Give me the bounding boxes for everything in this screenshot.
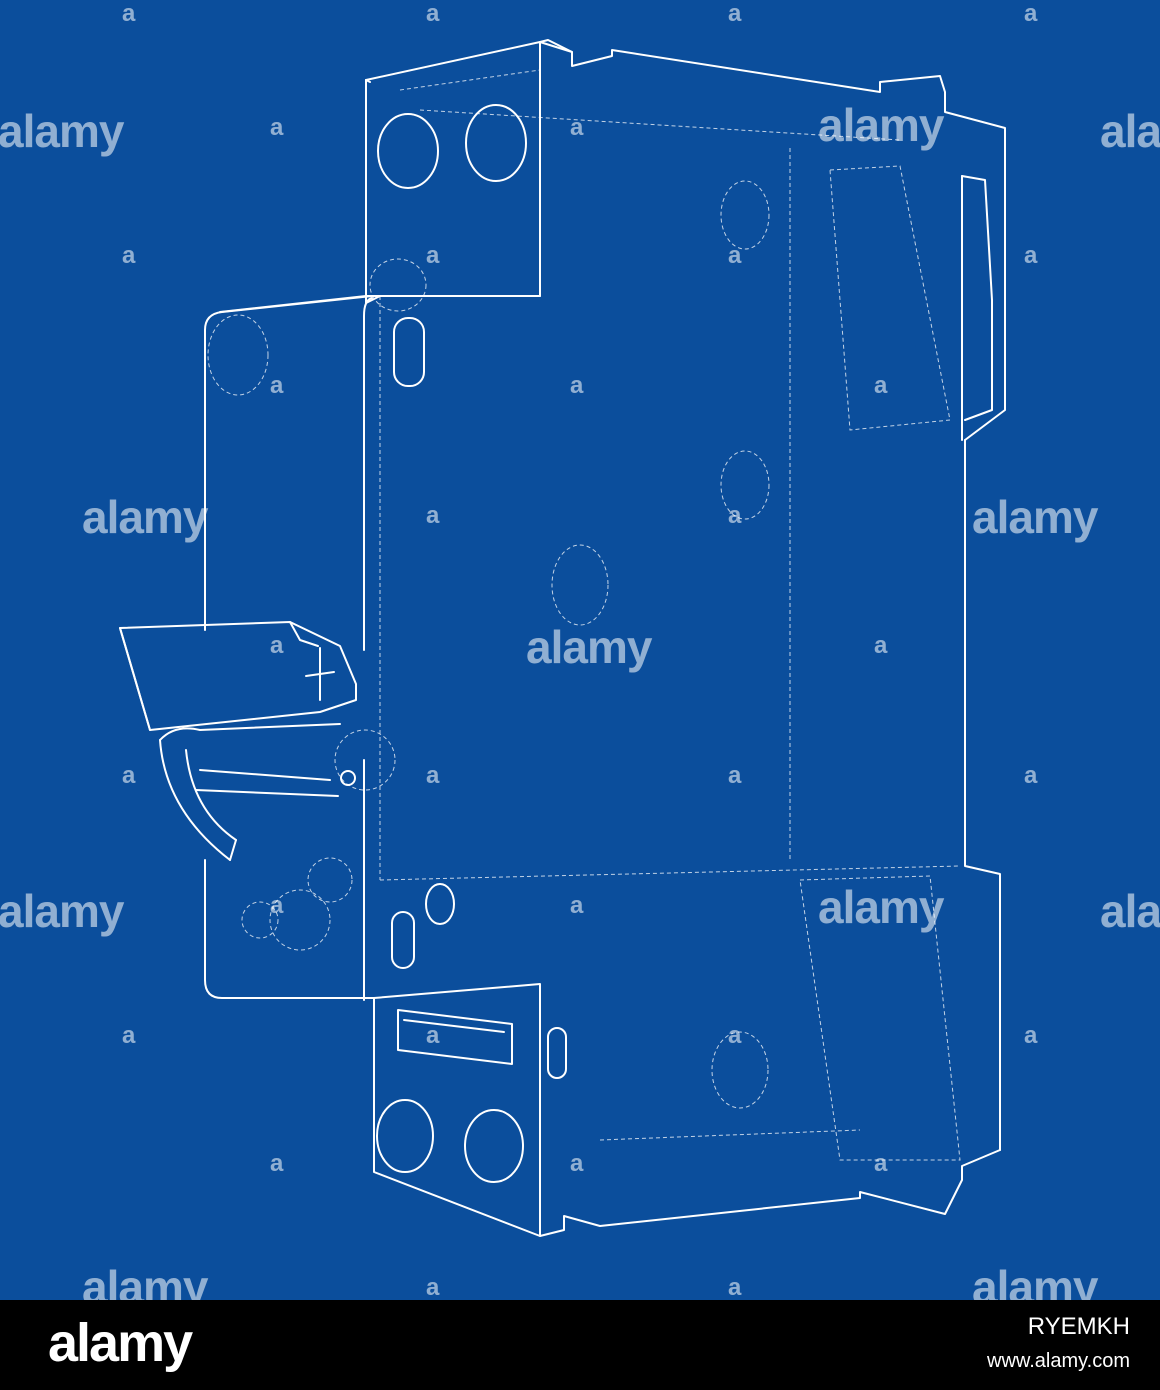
watermark-text: alamy: [1100, 885, 1160, 937]
watermark-mark: a: [874, 372, 887, 399]
watermark-mark: a: [1024, 0, 1037, 27]
watermark-mark: a: [122, 1022, 135, 1049]
blueprint-background: [0, 0, 1160, 1300]
watermark-mark: a: [570, 1150, 583, 1177]
watermark-mark: a: [122, 762, 135, 789]
footer-url[interactable]: www.alamy.com: [987, 1350, 1130, 1372]
watermark-mark: a: [874, 632, 887, 659]
watermark-mark: a: [728, 502, 741, 529]
watermark-mark: a: [270, 892, 283, 919]
image-id: RYEMKH: [1027, 1313, 1130, 1340]
watermark-mark: a: [570, 372, 583, 399]
breaker-outline: [119, 39, 1006, 1237]
watermark-text: alamy: [972, 1261, 1098, 1300]
watermark-text: alamy: [972, 491, 1098, 543]
footer-bar: alamy RYEMKH www.alamy.com: [0, 1300, 1160, 1390]
watermark-mark: a: [426, 242, 439, 269]
circuit-breaker-wireframe: [0, 0, 1160, 1300]
watermark-mark: a: [728, 1022, 741, 1049]
watermark-mark: a: [570, 114, 583, 141]
footer-logo: alamy: [48, 1313, 193, 1373]
watermark-text: alamy: [818, 881, 944, 933]
watermark-mark: a: [270, 114, 283, 141]
watermark-mark: a: [122, 0, 135, 27]
watermark-mark: a: [426, 0, 439, 27]
watermark-text: alamy: [818, 99, 944, 151]
watermark-mark: a: [728, 0, 741, 27]
watermark-mark: a: [426, 762, 439, 789]
watermark-text: alamy: [1100, 105, 1160, 157]
watermark-mark: a: [270, 1150, 283, 1177]
watermark-text: alamy: [0, 885, 124, 937]
watermark-mark: a: [570, 892, 583, 919]
blueprint-canvas: alamy alamy alamy alamy alamy alamy alam…: [0, 0, 1160, 1300]
watermark-mark: a: [728, 1274, 741, 1300]
hidden-lines: [207, 69, 961, 1161]
watermark-mark: a: [728, 762, 741, 789]
watermark-mark: a: [426, 1022, 439, 1049]
watermark-text: alamy: [82, 1261, 208, 1300]
watermark-mark: a: [874, 1150, 887, 1177]
watermark-mark: a: [1024, 242, 1037, 269]
watermark-text: alamy: [0, 105, 124, 157]
watermark-mark: a: [728, 242, 741, 269]
watermark-mark: a: [426, 502, 439, 529]
watermark-mark: a: [122, 242, 135, 269]
watermark-mark: a: [426, 1274, 439, 1300]
watermark-mark: a: [1024, 762, 1037, 789]
watermark-mark: a: [270, 632, 283, 659]
watermark-mark: a: [1024, 1022, 1037, 1049]
watermark-text: alamy: [526, 621, 652, 673]
watermark-mark: a: [270, 372, 283, 399]
watermark-text: alamy: [82, 491, 208, 543]
